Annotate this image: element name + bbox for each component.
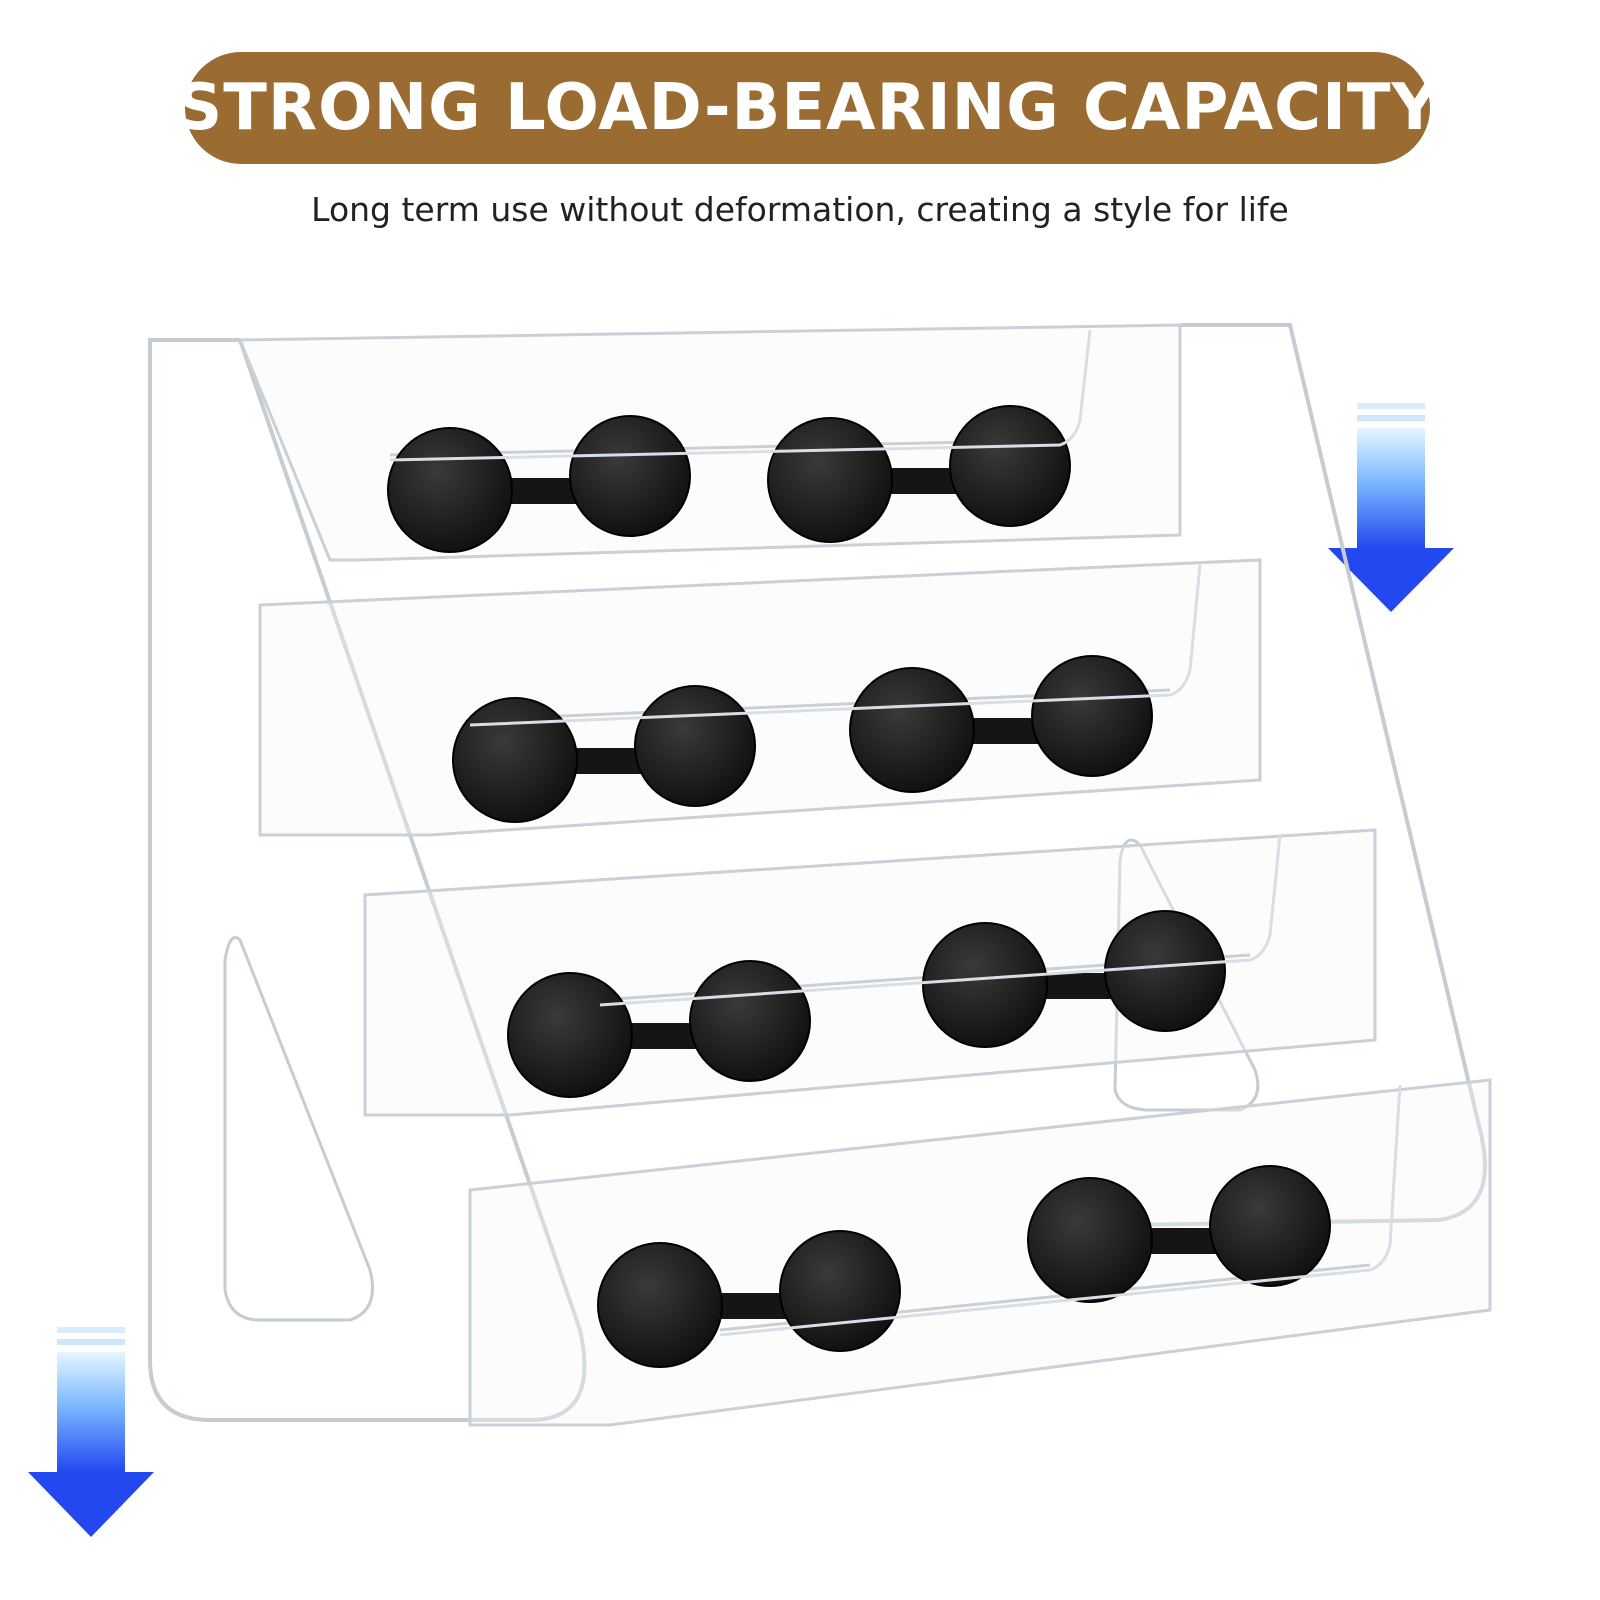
shelf-lips [389,329,1402,1337]
subtitle-text: Long term use without deformation, creat… [311,190,1289,229]
headline-text: STRONG LOAD-BEARING CAPACITY [176,71,1439,145]
acrylic-rack [148,323,1487,1422]
down-arrow-icon [1328,403,1454,612]
headline-banner: STRONG LOAD-BEARING CAPACITY [176,52,1438,164]
shelf-tier-4 [468,1078,1492,1427]
down-arrow-icon [28,1327,154,1537]
